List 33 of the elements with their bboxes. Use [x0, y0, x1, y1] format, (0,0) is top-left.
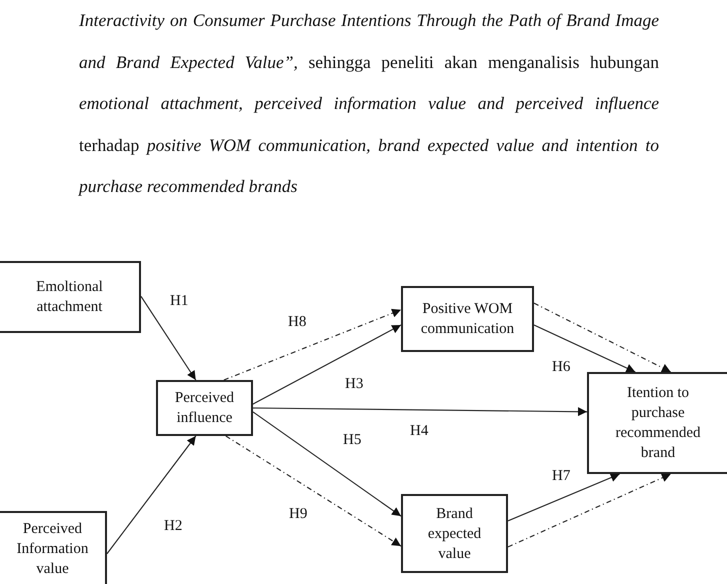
arrow	[224, 308, 402, 381]
edge-label: H9	[289, 505, 308, 523]
node-label: Emoltional attachment	[35, 278, 104, 317]
node-label: Perceived influence	[174, 389, 236, 428]
edge-label: H1	[170, 292, 188, 310]
arrow	[226, 436, 402, 547]
variable-box	[0, 511, 107, 584]
node-label: Positive WOM communication	[420, 300, 516, 339]
arrow	[508, 474, 671, 548]
edge-label: H3	[345, 375, 364, 393]
arrow	[106, 436, 196, 554]
arrow	[140, 296, 196, 380]
variable-box	[0, 261, 141, 333]
node-label: Brand expected value	[426, 504, 482, 564]
variable-box	[401, 286, 534, 352]
node-label: Perceived Information value	[16, 520, 90, 578]
edge-label: H8	[288, 313, 306, 331]
arrow	[252, 324, 402, 405]
variable-box	[587, 372, 727, 474]
edge-label: H2	[164, 517, 182, 535]
paragraph-text: Interactivity on Consumer Purchase Intentions Through the Path of Brand Image and Brand Expected Value”, sehingga peneliti akan menganalisis hubungan emotional attachment, perceived information value and perceived influence terhadap positive WOM communication, brand expected value and intention to purchase recommended brands	[79, 9, 659, 198]
arrow	[534, 302, 672, 372]
variable-box	[401, 494, 508, 573]
arrow	[508, 473, 620, 522]
edge-label: H6	[552, 358, 570, 376]
arrow	[252, 411, 402, 517]
edge-label: H4	[410, 422, 428, 440]
edge-label: H5	[343, 431, 362, 449]
node-label: Itention to purchase recommended brand	[614, 384, 702, 463]
arrow	[534, 324, 636, 372]
arrow	[253, 407, 587, 416]
variable-box	[156, 380, 253, 436]
edge-label: H7	[552, 467, 570, 485]
